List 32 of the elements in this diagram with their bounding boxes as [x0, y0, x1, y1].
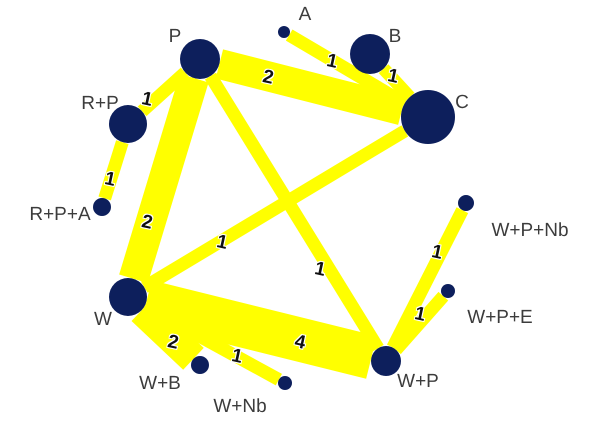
network-edge [98, 140, 129, 200]
node-label: R+P [81, 93, 119, 115]
edge-label: 1 [412, 303, 428, 327]
edge-label: 1 [312, 258, 328, 282]
node-label: W+P [397, 371, 439, 393]
network-edge [140, 125, 408, 293]
node-label: W+P+Nb [491, 220, 569, 242]
network-edge [204, 72, 384, 352]
node-label: B [388, 26, 402, 48]
edge-label: 2 [260, 66, 276, 90]
edge-label: 2 [140, 211, 154, 235]
node-label: R+P+A [29, 204, 91, 226]
node-label: W [94, 309, 112, 331]
edge-label: 1 [214, 231, 230, 255]
edge-label: 1 [102, 168, 118, 192]
node-label: P [168, 26, 182, 48]
edge-label: 1 [140, 88, 154, 112]
network-edge [119, 74, 209, 284]
edge-label: 1 [386, 65, 400, 89]
node-label: C [455, 92, 469, 114]
network-edge [286, 29, 408, 109]
edge-label: 1 [230, 345, 244, 369]
node-label: A [298, 4, 312, 26]
edge-label: 2 [166, 331, 180, 355]
network-edge [138, 68, 190, 116]
edge-label: 1 [324, 50, 340, 74]
edge-label: 4 [292, 331, 308, 355]
node-label: W+P+E [467, 307, 533, 329]
network-edge [386, 207, 468, 351]
node-label: W+B [139, 373, 181, 395]
edge-label: 1 [430, 241, 444, 265]
node-label: W+Nb [213, 396, 267, 418]
